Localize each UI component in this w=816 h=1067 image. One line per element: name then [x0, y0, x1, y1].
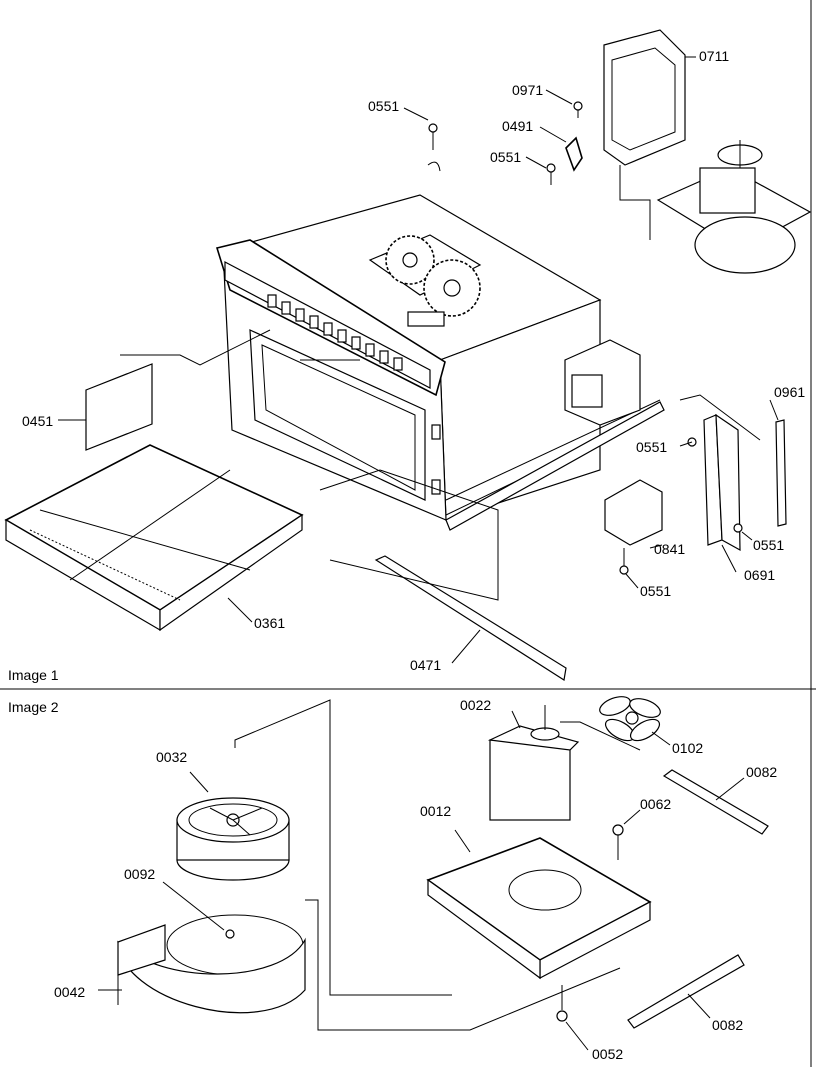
part-0022-motor	[487, 705, 580, 821]
screw-0551-bracket	[733, 523, 753, 541]
stirrer-gears	[368, 234, 482, 327]
clip-0491	[565, 136, 583, 172]
label-0022: 0022	[460, 697, 491, 713]
caption-image2: Image 2	[8, 699, 59, 715]
label-0082-top: 0082	[746, 764, 777, 780]
label-0971: 0971	[512, 82, 543, 98]
label-0361: 0361	[254, 615, 285, 631]
part-0841-cover	[604, 479, 663, 546]
label-0102: 0102	[672, 740, 703, 756]
hinge-top	[431, 424, 441, 440]
part-0052-screw	[556, 985, 589, 1051]
part-0082-strip-bottom	[627, 954, 745, 1029]
part-0082-strip-top	[662, 769, 769, 835]
label-0551-top: 0551	[368, 98, 399, 114]
screw-0551-right	[679, 437, 697, 447]
part-0361-tray	[4, 444, 304, 632]
fan-motor-assembly	[656, 140, 812, 274]
part-0032-blower-wheel	[176, 797, 290, 881]
caption-image1: Image 1	[8, 667, 59, 683]
part-0042-scroll-housing	[117, 914, 306, 1014]
screw-0551-top	[427, 123, 441, 172]
label-0092: 0092	[124, 866, 155, 882]
part-0102-fan-blade	[599, 696, 671, 746]
image2-drawing	[98, 696, 769, 1051]
part-0451-sheet	[85, 363, 153, 451]
screw-0971	[573, 101, 583, 118]
label-0711: 0711	[699, 48, 729, 64]
label-0491: 0491	[502, 118, 533, 134]
part-0711-cover	[603, 29, 686, 166]
label-0471: 0471	[410, 657, 441, 673]
label-0691: 0691	[744, 567, 775, 583]
label-0012: 0012	[420, 803, 451, 819]
label-0451: 0451	[22, 413, 53, 429]
label-0841: 0841	[654, 541, 685, 557]
label-0551-bracket: 0551	[753, 537, 784, 553]
image1-drawing	[4, 29, 812, 681]
part-0961-rod	[775, 419, 787, 527]
screw-0551-mid	[546, 163, 556, 185]
label-0551-mid: 0551	[490, 149, 521, 165]
label-0052: 0052	[592, 1046, 623, 1062]
door-window	[249, 329, 426, 501]
part-0092-clip	[162, 881, 235, 939]
label-0062: 0062	[640, 796, 671, 812]
base-rail	[445, 401, 665, 531]
screw-0551-bottom	[619, 548, 639, 589]
label-0042: 0042	[54, 984, 85, 1000]
part-0471-strip	[374, 555, 567, 681]
label-0551-bottom: 0551	[640, 583, 671, 599]
hinge-bottom	[431, 479, 441, 495]
control-buttons	[267, 294, 403, 371]
label-0551-right: 0551	[636, 439, 667, 455]
label-0032: 0032	[156, 749, 187, 765]
transformer	[564, 339, 641, 426]
label-0961: 0961	[774, 384, 805, 400]
label-0082-bottom: 0082	[712, 1017, 743, 1033]
part-0062-screw	[612, 809, 641, 860]
part-0012-base-plate	[426, 829, 652, 980]
